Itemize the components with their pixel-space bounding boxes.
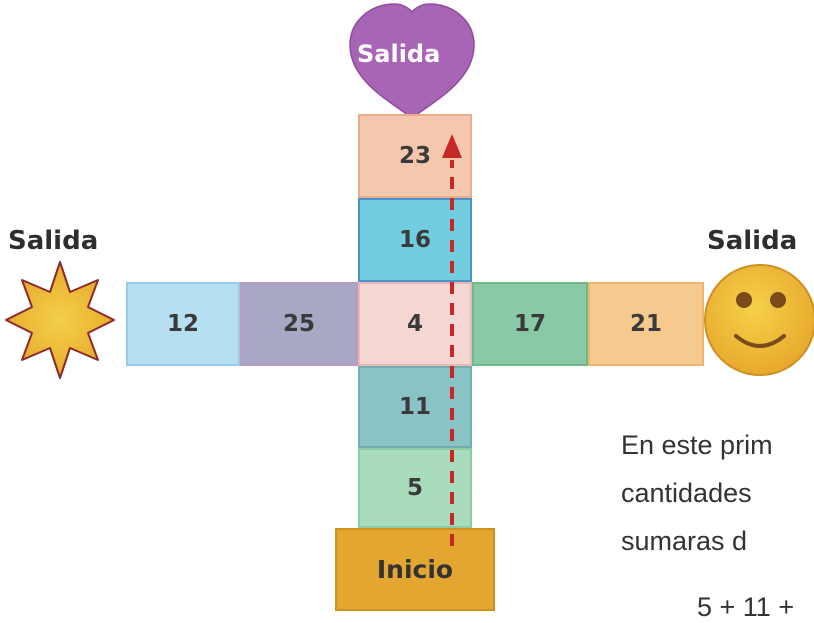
cell-v-4: 11 (358, 366, 472, 448)
instruction-line-3: sumaras d (621, 526, 748, 556)
right-exit-label: Salida (707, 226, 798, 256)
cell-h-2: 25 (240, 282, 358, 366)
start-box: Inicio (335, 528, 495, 611)
cell-h-5: 21 (588, 282, 704, 366)
instruction-line-4: 5 + 11 + (697, 592, 795, 622)
cell-h-1: 12 (126, 282, 240, 366)
left-exit-label: Salida (8, 226, 99, 256)
heart-exit-label: Salida (357, 40, 441, 68)
cell-h-4: 17 (472, 282, 588, 366)
instruction-line-1: En este prim (621, 430, 773, 460)
instruction-line-2: cantidades (621, 478, 752, 508)
